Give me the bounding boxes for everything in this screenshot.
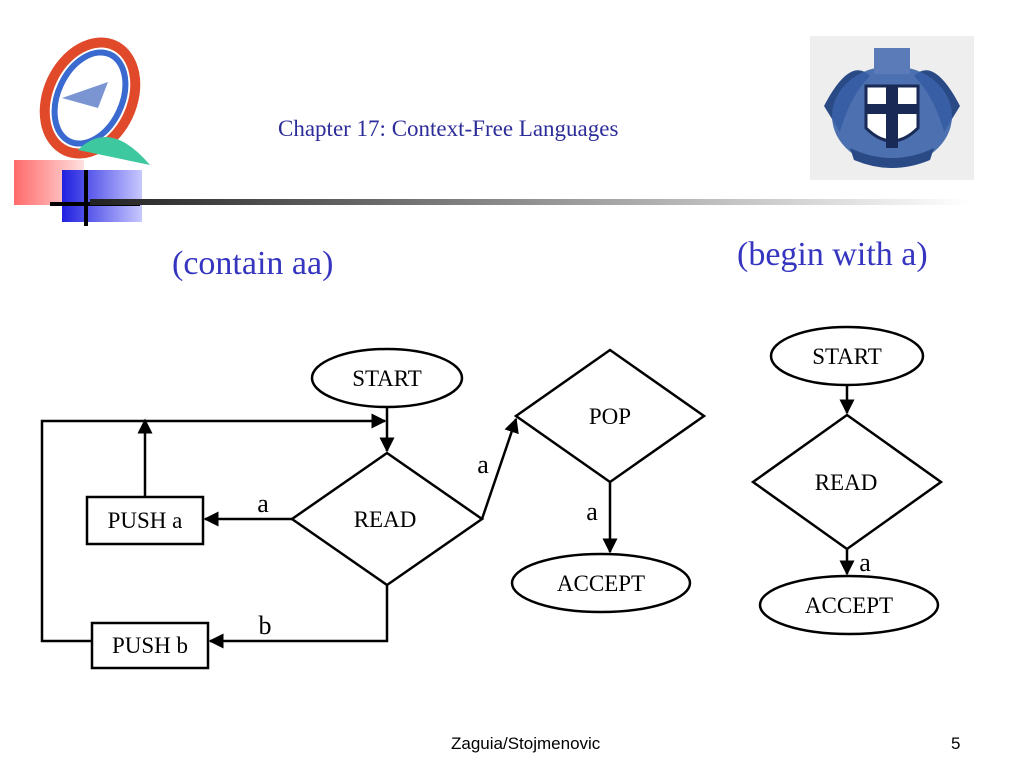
edge-push-b-loop bbox=[40, 413, 387, 643]
push-a-node bbox=[85, 495, 205, 546]
right-start-label: START bbox=[812, 344, 882, 369]
left-start-label: START bbox=[352, 366, 422, 391]
right-read-label: READ bbox=[815, 470, 878, 495]
right-accept-node bbox=[758, 574, 940, 636]
header-divider bbox=[90, 199, 970, 205]
right-accept-label: ACCEPT bbox=[805, 593, 893, 618]
edge-label-read-push-b: b bbox=[259, 611, 272, 640]
left-logo-icon bbox=[14, 37, 150, 226]
caption-contain-aa: (contain aa) bbox=[172, 245, 334, 282]
push-a-label: PUSH a bbox=[108, 508, 183, 533]
pop-label: POP bbox=[589, 404, 631, 429]
footer-author: Zaguia/Stojmenovic bbox=[451, 734, 601, 753]
left-diagram bbox=[40, 347, 707, 670]
edge-label-read-push-a: a bbox=[257, 489, 269, 518]
push-b-label: PUSH b bbox=[112, 633, 188, 658]
left-accept-label: ACCEPT bbox=[557, 571, 645, 596]
university-crest-icon bbox=[810, 36, 974, 180]
edge-read-to-push-b bbox=[208, 585, 389, 649]
edge-read-to-pop bbox=[480, 417, 519, 520]
page-title: Chapter 17: Context-Free Languages bbox=[278, 116, 619, 141]
edge-label-read-pop: a bbox=[477, 450, 489, 479]
left-read-label: READ bbox=[354, 507, 417, 532]
push-b-node bbox=[90, 621, 210, 670]
right-diagram bbox=[750, 325, 944, 636]
edge-label-pop-accept: a bbox=[586, 497, 598, 526]
page-number: 5 bbox=[951, 734, 961, 753]
caption-begin-with-a: (begin with a) bbox=[737, 236, 928, 273]
edge-label-right-read-accept: a bbox=[859, 548, 871, 577]
left-accept-node bbox=[510, 552, 692, 614]
